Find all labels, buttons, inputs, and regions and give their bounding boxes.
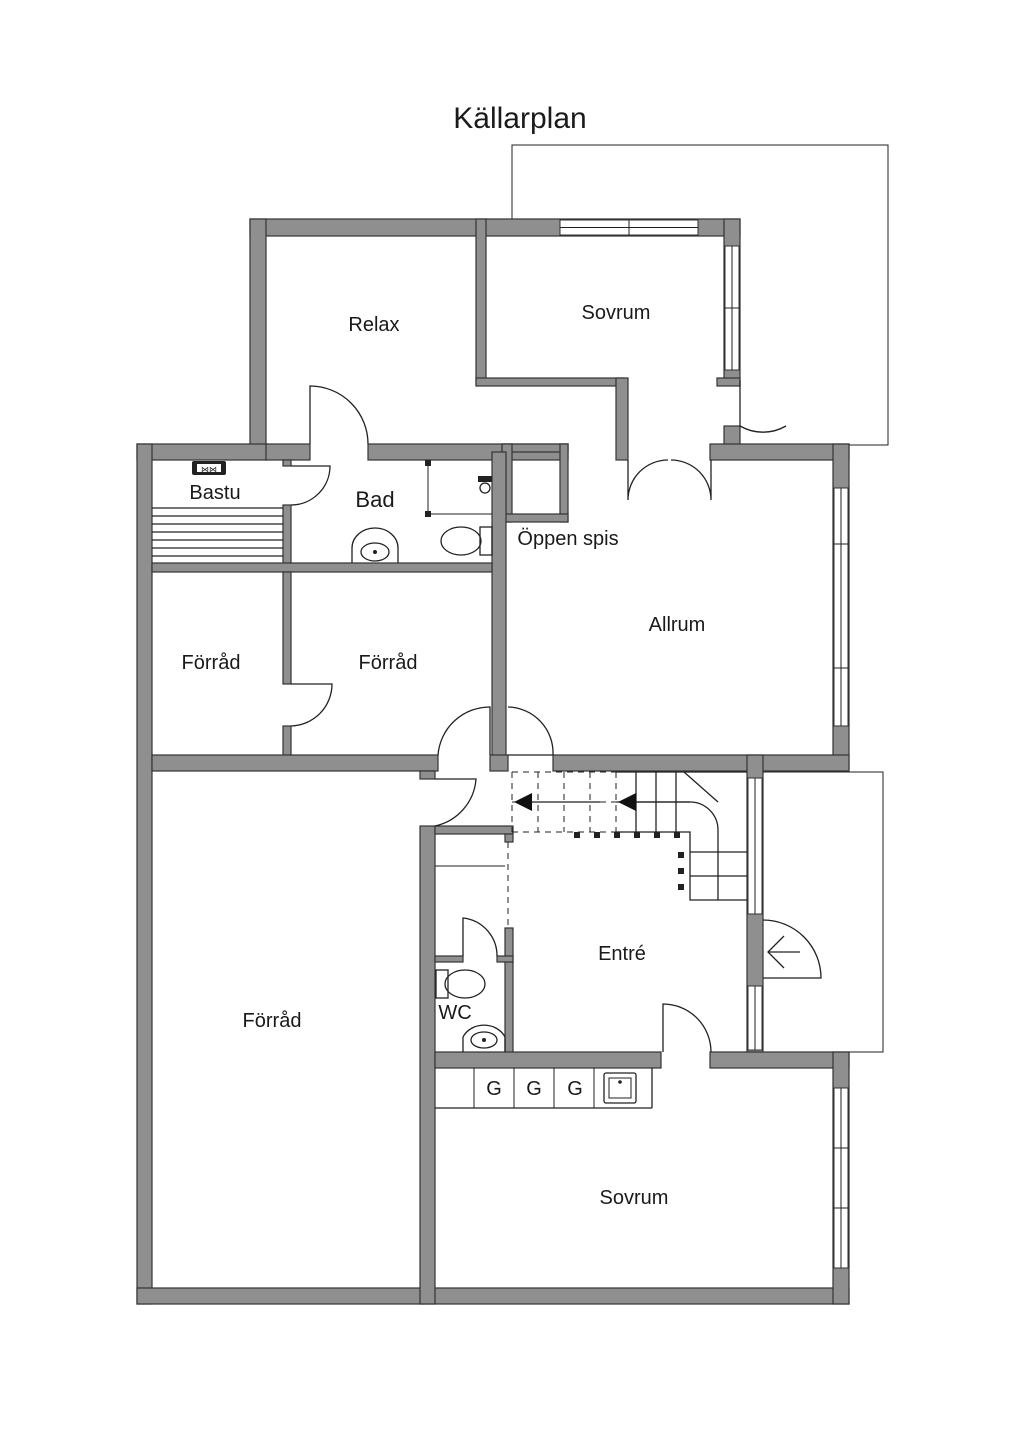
terrace-outline-right — [763, 771, 884, 1053]
stairs — [511, 771, 747, 901]
stair-arrow-icon — [514, 793, 532, 811]
doors — [290, 380, 822, 1053]
shower-icon — [425, 460, 492, 517]
sauna-bench — [152, 507, 283, 557]
toilet-icon — [440, 526, 493, 556]
appliance-label: G — [486, 1078, 502, 1100]
room-label-wc: WC — [438, 1002, 471, 1024]
plan-title: Källarplan — [453, 102, 586, 135]
svg-text:⋈⋈: ⋈⋈ — [201, 465, 217, 474]
stair-arrow-icon — [618, 793, 636, 811]
room-label-forrad: Förråd — [243, 1010, 302, 1032]
sink-icon — [351, 527, 399, 563]
room-label-forrad: Förråd — [359, 652, 418, 674]
room-label-oppen-spis: Öppen spis — [517, 528, 618, 550]
sauna-heater-icon: ⋈⋈ — [192, 461, 226, 475]
room-label-bad: Bad — [355, 487, 394, 512]
room-label-sovrum: Sovrum — [582, 302, 651, 324]
kitchen-counter: G G G — [435, 1068, 653, 1109]
interior-walls — [151, 218, 741, 1305]
room-label-entre: Entré — [598, 943, 646, 965]
wc-toilet-icon — [435, 969, 486, 999]
terrace-outline-top — [511, 144, 889, 446]
room-label-relax: Relax — [348, 314, 399, 336]
room-label-sovrum: Sovrum — [600, 1187, 669, 1209]
appliance-label: G — [526, 1078, 542, 1100]
windows — [559, 219, 849, 1269]
room-label-allrum: Allrum — [649, 614, 706, 636]
room-label-forrad: Förråd — [182, 652, 241, 674]
kitchen-sink-icon — [603, 1072, 637, 1104]
appliance-label: G — [567, 1078, 583, 1100]
wc-sink-icon — [462, 1024, 506, 1052]
room-label-bastu: Bastu — [189, 482, 240, 504]
